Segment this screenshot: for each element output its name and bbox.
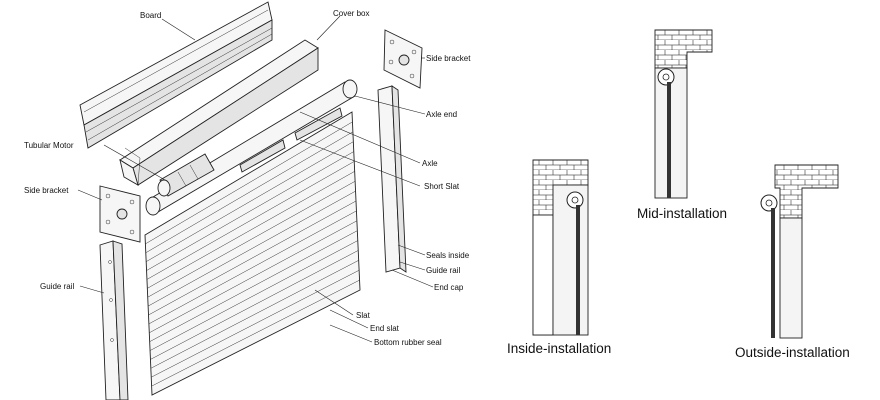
label-short-slat: Short Slat <box>424 182 460 191</box>
label-side-bracket-right: Side bracket <box>426 54 471 63</box>
slat-line <box>147 190 356 307</box>
label-guide-rail-right: Guide rail <box>426 266 460 275</box>
tubular-motor-part <box>157 153 215 197</box>
outside-installation-figure: Outside-installation <box>735 164 850 360</box>
outside-wall-bricks <box>774 164 839 219</box>
mid-installation-figure: Mid-installation <box>637 29 727 221</box>
slat-line <box>151 269 360 378</box>
label-axle-end: Axle end <box>426 110 457 119</box>
slat-line <box>147 171 355 289</box>
slat-line <box>148 200 357 316</box>
slat-line <box>145 131 354 253</box>
slat-line <box>146 161 355 280</box>
slat-line <box>149 230 358 342</box>
slat-line <box>145 121 353 245</box>
label-end-cap: End cap <box>434 283 464 292</box>
side-bracket-right-part <box>383 29 423 89</box>
slat-line <box>147 181 356 298</box>
caption-mid-installation: Mid-installation <box>637 206 727 221</box>
caption-inside-installation: Inside-installation <box>507 341 611 356</box>
label-tubular-motor: Tubular Motor <box>24 141 74 150</box>
slat-line <box>146 151 354 271</box>
label-cover-box: Cover box <box>333 9 369 18</box>
exploded-view: Board Cover box Side bracket Axle end Tu… <box>24 1 471 400</box>
outside-curtain <box>771 208 775 338</box>
mid-wall-bricks <box>654 29 713 69</box>
label-slat: Slat <box>356 311 371 320</box>
guide-rail-right-part <box>377 85 407 273</box>
slat-line <box>146 141 354 262</box>
label-guide-rail-left: Guide rail <box>40 282 74 291</box>
slat-line <box>151 279 360 387</box>
label-end-slat: End slat <box>370 324 400 333</box>
slat-line <box>150 250 359 360</box>
leader-lines <box>77 15 434 343</box>
slat-line <box>150 260 359 369</box>
board-part <box>79 1 273 149</box>
inside-installation-figure: Inside-installation <box>507 159 611 356</box>
label-seals-inside: Seals inside <box>426 251 470 260</box>
label-axle: Axle <box>422 159 438 168</box>
cover-box-part <box>119 39 319 186</box>
slat-line <box>148 210 357 325</box>
label-bottom-rubber-seal: Bottom rubber seal <box>374 338 442 347</box>
slat-curtain <box>144 111 361 396</box>
side-bracket-left-part <box>99 185 141 243</box>
guide-rail-left-part <box>99 240 129 400</box>
label-board: Board <box>140 11 161 20</box>
slat-line <box>149 220 358 333</box>
label-side-bracket-left: Side bracket <box>24 186 69 195</box>
caption-outside-installation: Outside-installation <box>735 345 850 360</box>
inside-curtain <box>576 205 580 335</box>
slat-line <box>149 240 358 351</box>
mid-curtain <box>667 82 671 198</box>
short-slat-part <box>239 107 343 173</box>
